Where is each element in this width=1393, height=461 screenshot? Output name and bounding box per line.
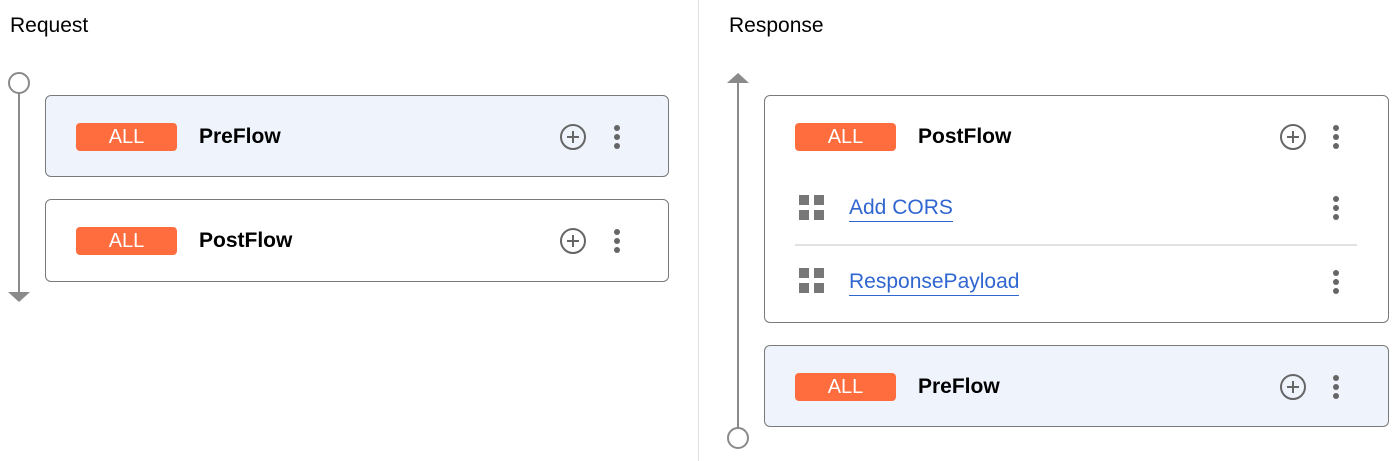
more-options-icon[interactable] (614, 229, 620, 255)
add-step-icon[interactable] (560, 228, 586, 254)
policy-link-response-payload[interactable]: ResponsePayload (849, 269, 1020, 296)
more-options-icon[interactable] (1333, 125, 1339, 151)
flow-name: PreFlow (199, 125, 281, 148)
flow-name: PostFlow (918, 125, 1012, 148)
response-timeline-line (737, 82, 739, 428)
more-options-icon[interactable] (1333, 270, 1339, 296)
request-flow-postflow[interactable]: ALL PostFlow (45, 199, 669, 282)
add-step-icon[interactable] (560, 124, 586, 150)
add-step-icon[interactable] (1280, 374, 1306, 400)
panel-divider (698, 0, 699, 461)
condition-badge: ALL (76, 227, 177, 255)
response-flow-postflow[interactable]: ALL PostFlow Add CORS ResponsePayload (764, 95, 1389, 323)
arrow-up-icon (727, 73, 749, 83)
more-options-icon[interactable] (1333, 196, 1339, 222)
request-title: Request (10, 14, 89, 37)
timeline-start-circle-icon (727, 427, 749, 449)
condition-badge: ALL (795, 123, 896, 151)
condition-badge: ALL (76, 123, 177, 151)
more-options-icon[interactable] (614, 125, 620, 151)
flow-name: PostFlow (199, 229, 293, 252)
policy-link-add-cors[interactable]: Add CORS (849, 195, 953, 222)
request-flow-preflow[interactable]: ALL PreFlow (45, 95, 669, 177)
request-timeline-line (18, 92, 20, 292)
response-flow-preflow[interactable]: ALL PreFlow (764, 345, 1389, 427)
timeline-start-circle-icon (8, 72, 30, 94)
more-options-icon[interactable] (1333, 375, 1339, 401)
policy-icon (799, 268, 825, 294)
arrow-down-icon (8, 292, 30, 302)
condition-badge: ALL (795, 373, 896, 401)
add-step-icon[interactable] (1280, 124, 1306, 150)
flow-name: PreFlow (918, 375, 1000, 398)
policy-icon (799, 195, 825, 221)
policy-separator (795, 244, 1357, 246)
response-title: Response (729, 14, 824, 37)
